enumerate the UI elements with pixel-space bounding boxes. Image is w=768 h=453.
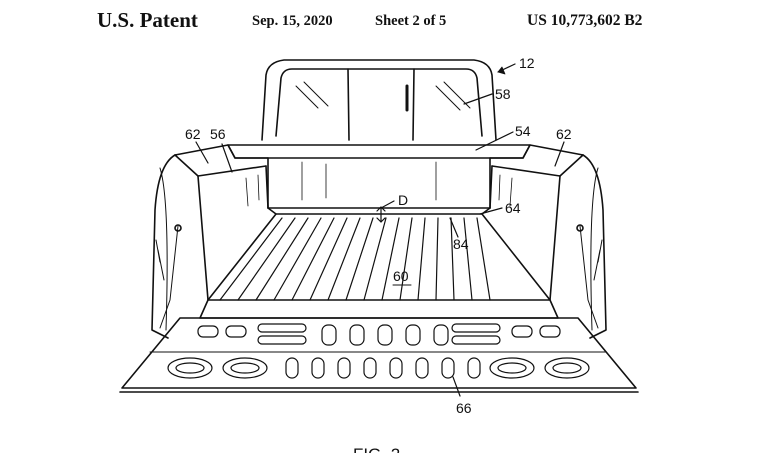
- ref-d: D: [398, 192, 408, 208]
- ref-64: 64: [505, 200, 521, 216]
- ref-66: 66: [456, 400, 472, 416]
- ref-62-left: 62: [185, 126, 201, 142]
- page-header: U.S. Patent Sep. 15, 2020 Sheet 2 of 5 U…: [0, 6, 768, 36]
- tailgate: [119, 317, 639, 393]
- ref-54: 54: [515, 123, 531, 139]
- ref-60: 60: [393, 268, 409, 284]
- bed-floor: [199, 213, 559, 319]
- header-title: U.S. Patent: [97, 8, 198, 32]
- figure-caption: FIG. 2: [353, 445, 400, 453]
- ref-56: 56: [210, 126, 226, 142]
- ref-62-right: 62: [556, 126, 572, 142]
- ref-12: 12: [519, 55, 535, 71]
- truck-cab: [261, 59, 497, 141]
- leader-lines: [195, 63, 565, 397]
- front-bed-wall: [227, 144, 531, 215]
- right-side-wall: [489, 144, 607, 339]
- left-side-wall: [151, 144, 269, 339]
- header-date: Sep. 15, 2020: [252, 13, 333, 29]
- header-patent-number: US 10,773,602 B2: [527, 12, 643, 29]
- header-sheet: Sheet 2 of 5: [375, 13, 447, 29]
- ref-58: 58: [495, 86, 511, 102]
- ref-84: 84: [453, 236, 469, 252]
